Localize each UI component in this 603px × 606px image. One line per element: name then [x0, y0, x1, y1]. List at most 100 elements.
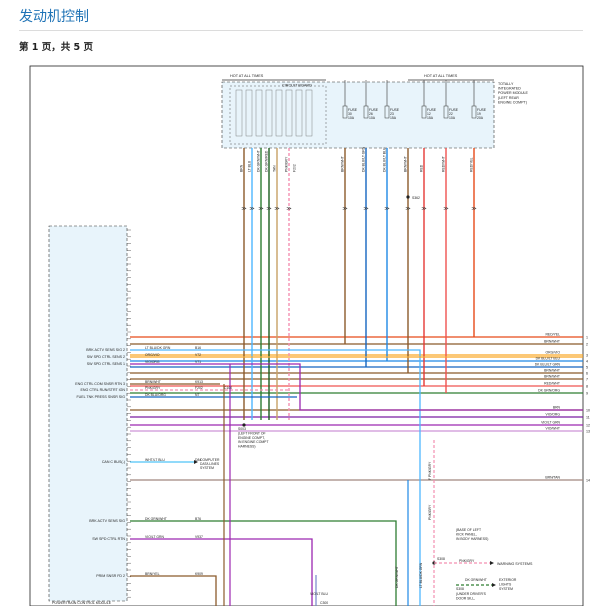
right-wire-label: VIO/WHT: [545, 427, 560, 431]
fuse-label-a: FUSE: [449, 108, 459, 112]
top-wire-label: RED/WHT: [442, 156, 446, 172]
right-wire-pin: 14: [586, 479, 590, 483]
right-wire-pin: 10: [586, 409, 590, 413]
pcm-wire-b76: [130, 520, 397, 606]
mid-wire-color: DK BLU/ORG: [145, 393, 166, 397]
mid-wire-ckt: V72: [195, 353, 201, 357]
relay-symbol: [255, 89, 263, 137]
pcm-pin-label: PRIM SNSR FD 2: [96, 574, 125, 578]
under-driver-line: (UNDER DRIVER'S: [456, 592, 487, 596]
relay-symbol: [275, 89, 283, 137]
right-wire-label: RED/WHT: [544, 382, 560, 386]
can-target-line: COMPUTER: [200, 458, 220, 462]
can-target-line: SYSTEM: [200, 466, 214, 470]
top-wire-label: TAN: [273, 165, 277, 172]
kick-note-line: IN BODY HARNESS): [456, 537, 488, 541]
mid-wire-color: ORG/VIO: [145, 353, 160, 357]
connector-chevron: ≫: [363, 206, 368, 212]
s362-label: S362: [412, 196, 420, 200]
f-pnk-label: F PNK/GRY: [428, 461, 432, 480]
s003-note: (LEFT FRONT OF: [238, 431, 266, 435]
mid-wire-ckt: N7: [195, 393, 199, 397]
top-wire-label: DK GRN/RED: [265, 150, 269, 172]
dk-grn-wht-out-label: DK GRN/WHT: [465, 578, 487, 582]
fuse-label-b: 12: [427, 112, 431, 116]
connector-chevron: ≫: [258, 206, 263, 212]
right-wire-pin: 11: [586, 416, 590, 420]
right-wire-label: BRN/WHT: [544, 369, 560, 373]
top-wire-label: LT BLU: [248, 160, 252, 172]
right-wire-label: DK BLU/LT GRN: [535, 363, 561, 367]
mid-wire-ckt: V937: [195, 535, 203, 539]
right-wire-label: DK GRN/ORG: [538, 389, 560, 393]
connector-chevron: ≫: [405, 206, 410, 212]
fuse-symbol: [421, 105, 427, 119]
right-wire-pin: 8: [586, 385, 588, 389]
exterior-line: EXTERIOR: [499, 578, 517, 582]
right-wire-label: DK BLU/LT BLU: [536, 357, 561, 361]
hot-label-right: HOT AT ALL TIMES: [424, 74, 458, 78]
fuse-symbol: [443, 105, 449, 119]
mid-wire-color: BRN/YEL: [145, 572, 160, 576]
mid-wire-ckt: K909: [195, 572, 203, 576]
top-wire-label: DK BLU/LT GRN: [362, 146, 366, 172]
mid-wire-ckt: F202: [195, 386, 203, 390]
right-wire-pin: 9: [586, 392, 588, 396]
fuse-label-a: FUSE: [348, 108, 358, 112]
right-wire-label: BRN/WHT: [544, 340, 560, 344]
top-wire-label: DK BLU/LT BLU: [383, 147, 387, 172]
connector-chevron: ≫: [249, 206, 254, 212]
kick-note-line: KICK PANEL,: [456, 532, 477, 536]
mid-wire-color: BRN/WHT: [145, 380, 161, 384]
exterior-line: SYSTEM: [499, 587, 513, 591]
top-wire-label: BRN/WHT: [404, 156, 408, 172]
right-wire-pin: 5: [586, 366, 588, 370]
pcm-pin-label: SW SPD CTRL SENS 1: [87, 362, 125, 366]
fuse-label-c: 10A: [449, 116, 456, 120]
pnk-gry-out-label: PNK/GRY: [459, 559, 475, 563]
connector-chevron: ≫: [384, 206, 389, 212]
circuit-board-label: CIRCUIT BOARD: [282, 84, 312, 88]
relay-symbol: [235, 89, 243, 137]
right-wire-pin: 7: [586, 378, 588, 382]
s003-node: [242, 423, 246, 427]
relay-symbol: [285, 89, 293, 137]
fuse-symbol: [471, 105, 477, 119]
mid-wire-color: DK GRN/WHT: [145, 517, 167, 521]
mid-wire-ckt: V71: [195, 360, 201, 364]
relay-symbol: [245, 89, 253, 137]
s003-note: IN ENGINE COMPT: [238, 440, 269, 444]
warning-arrow: [490, 561, 494, 565]
tipm-label-line: TOTALLY: [498, 82, 514, 86]
right-wire-pin: 12: [586, 424, 590, 428]
s308b-label: S308: [456, 587, 464, 591]
pcm-wire-k909: [130, 575, 217, 606]
dk-grn-wht-label: DK GRN/WHT: [395, 566, 399, 588]
under-driver-line: DOOR SILL,: [456, 596, 475, 600]
right-wire-pin: 2: [586, 343, 588, 347]
exterior-arrow: [492, 583, 496, 587]
right-wire-label: VIO/LT GRN: [541, 421, 560, 425]
relay-symbol: [295, 89, 303, 137]
right-wire-label: BRN: [553, 406, 561, 410]
connector-chevron: ≫: [421, 206, 426, 212]
right-wire-label: VIO/ORG: [545, 413, 560, 417]
right-wire-label: BRN/TAN: [545, 476, 560, 480]
fuse-symbol: [363, 105, 369, 119]
pcm-box: [48, 225, 128, 602]
right-wire-label: ORG/VIO: [545, 351, 560, 355]
tipm-label-line: (LEFT REAR: [498, 96, 519, 100]
vio-lt-blu-label: VIO/LT BLU: [310, 592, 329, 596]
relay-symbol: [265, 89, 273, 137]
pnk-gry-label: PNK/GRY: [428, 504, 432, 520]
mid-wire-color: PNK/GRY: [145, 386, 161, 390]
pcm-pin-label: BRK ACTV SENS SIG 2: [86, 348, 125, 352]
tipm-label-line: ENGINE COMPT): [498, 100, 527, 104]
mid-wire-ckt: D84: [195, 458, 201, 462]
mid-wire-ckt: B16: [195, 346, 201, 350]
title-divider: [19, 30, 583, 31]
connector-chevron: ≫: [241, 206, 246, 212]
fuse-label-b: 23: [390, 112, 394, 116]
tipm-box: [221, 81, 495, 149]
